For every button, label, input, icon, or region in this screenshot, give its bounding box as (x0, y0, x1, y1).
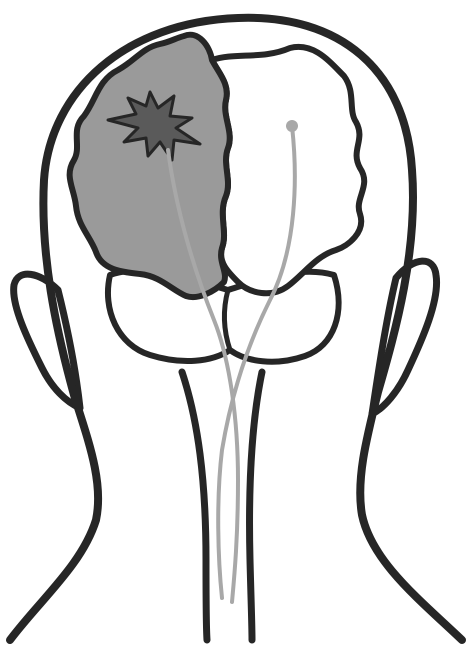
nerve-tract-origin (286, 120, 298, 132)
brain-right-hemisphere (212, 47, 364, 293)
neck-left (182, 372, 207, 640)
neck-right (250, 372, 263, 640)
